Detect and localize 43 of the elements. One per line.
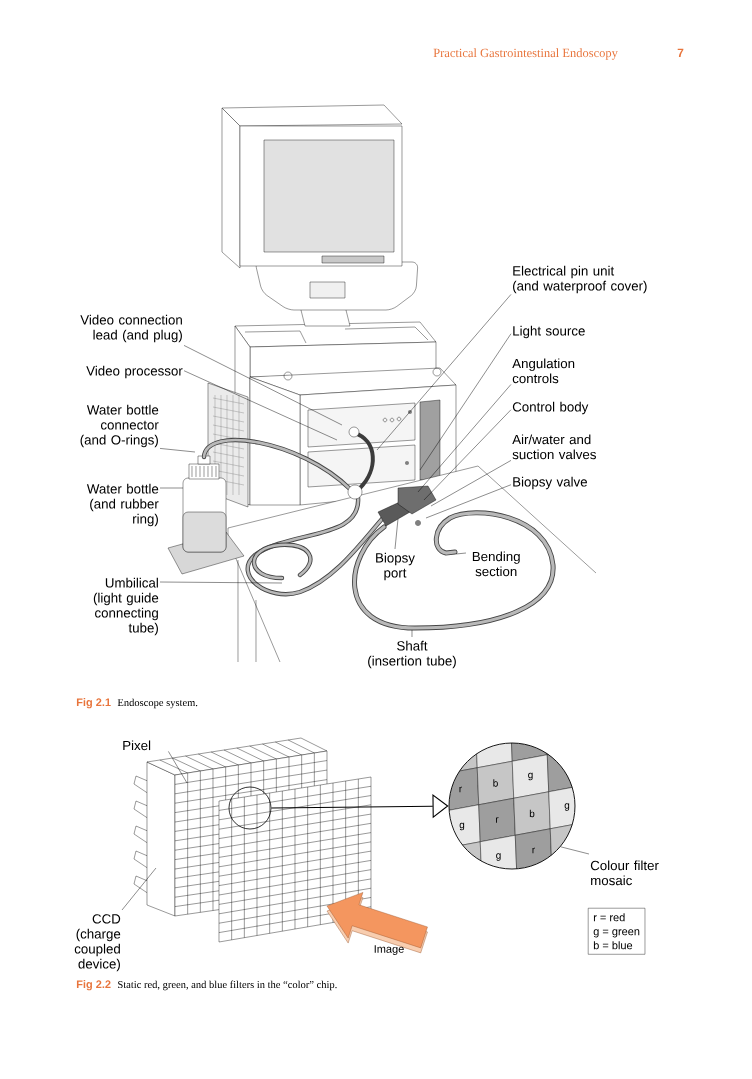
- leader-line: [455, 552, 467, 555]
- leader-line: [425, 484, 512, 519]
- part-label: Video processor: [86, 365, 183, 379]
- figure-caption: Static red, green, and blue filters in the “color” chip.: [118, 980, 337, 991]
- part-label: Control body: [512, 401, 589, 415]
- key-box: r = red g = green b = blue: [588, 908, 646, 955]
- leader-line: [423, 409, 512, 501]
- leader-line: [183, 345, 343, 426]
- part-label: Biopsy port: [376, 552, 415, 581]
- leader-line: [159, 448, 196, 453]
- leader-line: [560, 846, 590, 855]
- part-label: Pixel: [123, 740, 151, 751]
- part-label: Video connection lead (and plug): [80, 314, 182, 343]
- part-label: Angulation controls: [512, 358, 575, 384]
- figure-number: Fig 2.2: [76, 980, 111, 991]
- part-label: Air/water and suction valves: [512, 434, 596, 460]
- part-label: Bending section: [472, 551, 520, 577]
- page-number: 7: [677, 48, 684, 57]
- leader-line: [159, 581, 283, 584]
- leader-line: [376, 294, 512, 451]
- leader-line: [411, 629, 413, 638]
- leader-line: [417, 384, 512, 493]
- figure-number: Fig 2.1: [76, 698, 111, 709]
- leader-line: [394, 518, 399, 550]
- part-label: CCD (charge coupled device): [74, 914, 121, 972]
- leader-line: [430, 460, 512, 507]
- leader-line: [419, 333, 512, 471]
- part-label: Light source: [513, 325, 585, 339]
- leader-line: [183, 370, 338, 441]
- running-header: Practical Gastrointestinal Endoscopy: [433, 48, 618, 60]
- image-label: Image: [374, 945, 404, 956]
- part-label: Colour filter mosaic: [590, 860, 659, 886]
- part-label: Shaft (insertion tube): [368, 640, 456, 669]
- part-label: Electrical pin unit (and waterproof cover): [513, 265, 647, 294]
- leader-line: [168, 751, 188, 784]
- part-label: Water bottle connector (and O-rings): [80, 404, 159, 448]
- part-label: Biopsy valve: [513, 476, 587, 490]
- magnifier-circle: [228, 786, 272, 830]
- leader-line: [121, 867, 157, 911]
- leader-line: [159, 487, 184, 489]
- figure-caption: Endoscope system.: [117, 698, 198, 709]
- part-label: Water bottle (and rubber ring): [86, 483, 159, 527]
- part-label: Umbilical (light guide connecting tube): [93, 577, 159, 636]
